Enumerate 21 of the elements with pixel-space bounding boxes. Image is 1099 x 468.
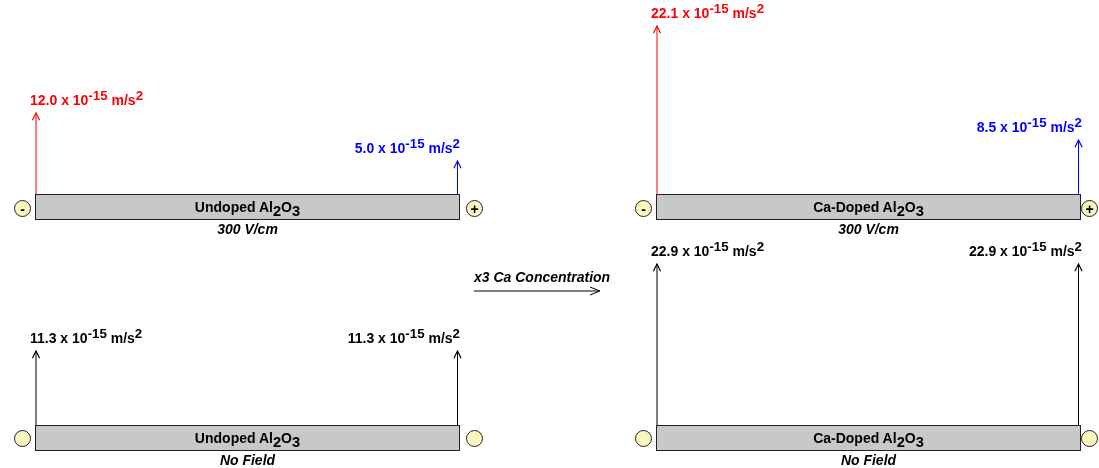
- field-caption: No Field: [840, 452, 897, 468]
- transition-label: x3 Ca Concentration: [474, 269, 611, 285]
- electrode-circle: [635, 430, 652, 447]
- field-caption: 300 V/cm: [838, 221, 899, 237]
- acceleration-arrow: [1074, 139, 1083, 195]
- field-caption: 300 V/cm: [217, 221, 278, 237]
- electrode-circle: [466, 430, 483, 447]
- acceleration-arrow: [453, 160, 462, 195]
- acceleration-arrow: [652, 25, 662, 195]
- acceleration-arrow: [31, 112, 41, 195]
- electrode-circle: +: [466, 200, 483, 217]
- electrode-circle: +: [1081, 200, 1098, 217]
- electrode-circle: -: [14, 200, 31, 217]
- acceleration-arrow: [31, 350, 41, 426]
- electrode-circle: [14, 430, 31, 447]
- electrode-circle: -: [635, 200, 652, 217]
- acceleration-arrow: [652, 263, 662, 426]
- acceleration-arrow: [1074, 263, 1083, 426]
- acceleration-arrow: [453, 350, 462, 426]
- electrode-circle: [1081, 430, 1098, 447]
- field-caption: No Field: [219, 452, 276, 468]
